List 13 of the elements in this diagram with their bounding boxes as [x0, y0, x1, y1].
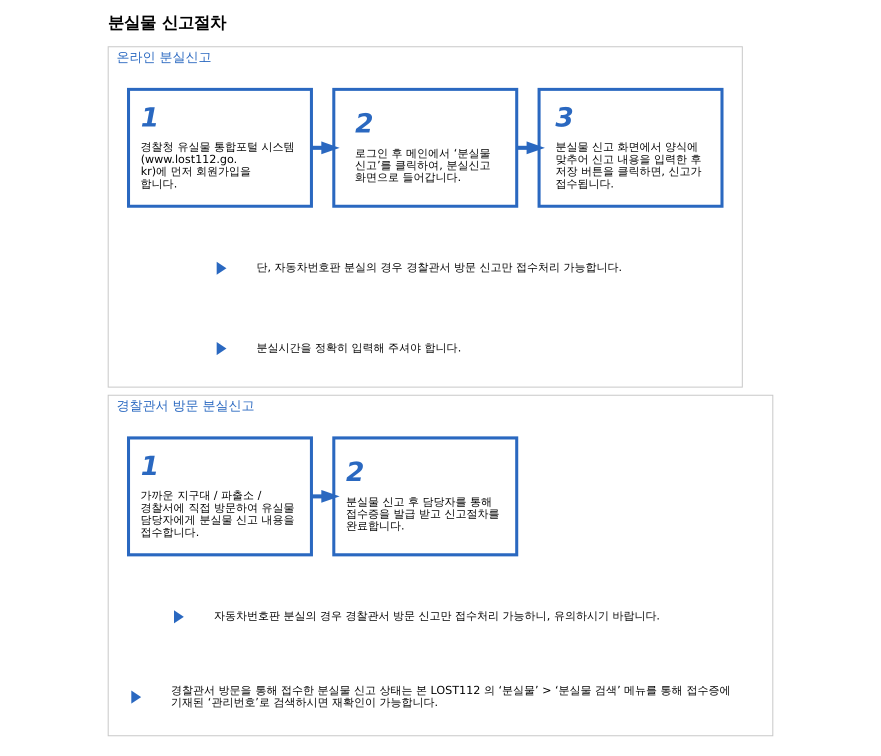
- diagram-title: 분실물 신고절차: [108, 13, 226, 32]
- label: 자동차번호판 분실의 경우 경찰관서 방문 신고만 접수처리 가능하니, 유의하시기 바랍니다.: [214, 610, 660, 623]
- node-box: 3 분실물 신고 화면에서 양식에 맞추어 신고 내용을 입력한 후 저장 버튼을 클릭하면, 신고가 접수됩니다.: [538, 88, 724, 208]
- label: 경찰관서 방문을 통해 접수한 분실물 신고 상태는 본 LOST112 의 ‘분실물’ > ‘분실물 검색’ 메뉴를 통해 접수증에 기재된 ‘관리번호’로 검색하시면 재확인이 가능합니다.: [171, 684, 730, 710]
- node-box: 2 분실물 신고 후 담당자를 통해 접수증을 발급 받고 신고절차를 완료합니다.: [332, 436, 518, 556]
- arrow: [312, 490, 340, 503]
- arrow: [517, 141, 545, 154]
- arrow: [312, 141, 340, 154]
- label: 단, 자동차번호판 분실의 경우 경찰관서 방문 신고만 접수처리 가능합니다.: [256, 261, 622, 274]
- node-box: 1 경찰청 유실물 통합포털 시스템 (www.lost112.go.kr)에 먼저 회원가입을 합니다.: [127, 88, 313, 208]
- node-box: 1 가까운 지구대 / 파출소 / 경찰서에 직접 방문하여 유실물 담당자에게 분실물 신고 내용을 접수합니다.: [127, 436, 313, 556]
- label: 분실시간을 정확히 입력해 주셔야 합니다.: [256, 341, 462, 354]
- node-box: 2 로그인 후 메인에서 ‘분실물 신고’를 클릭하여, 분실신고 화면으로 들어갑니다.: [332, 88, 518, 208]
